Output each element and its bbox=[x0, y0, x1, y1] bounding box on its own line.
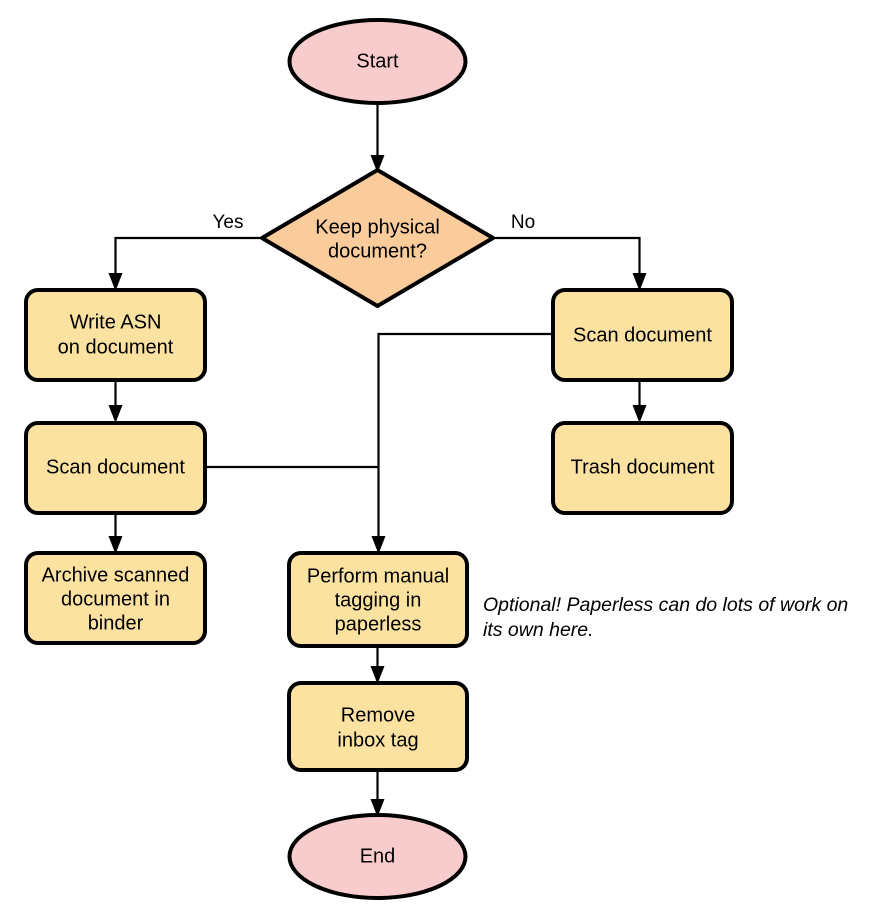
scan-left-label: Scan document bbox=[46, 456, 185, 478]
node-start[interactable]: Start bbox=[287, 18, 468, 105]
remove-inbox-label-line1: Remove bbox=[341, 704, 415, 726]
edge-decision-yes-to-write-asn: Yes bbox=[108, 212, 262, 291]
archive-label-line3: binder bbox=[88, 612, 144, 634]
trash-box[interactable] bbox=[551, 421, 734, 515]
arrowhead bbox=[370, 799, 385, 817]
start-ellipse[interactable] bbox=[287, 18, 468, 105]
node-end[interactable]: End bbox=[287, 813, 468, 900]
tagging-label-line3: paperless bbox=[335, 613, 422, 635]
arrowhead bbox=[370, 155, 385, 173]
annotation-optional-note: Optional! Paperless can do lots of work … bbox=[483, 594, 848, 641]
node-scan-document-left[interactable]: Scan document bbox=[24, 421, 207, 515]
decision-label-line2: document? bbox=[328, 240, 427, 262]
remove-inbox-box[interactable] bbox=[287, 681, 469, 772]
edge-line bbox=[377, 332, 553, 543]
edge-scan-left-to-archive bbox=[108, 512, 123, 554]
archive-box[interactable] bbox=[24, 551, 207, 645]
edge-line bbox=[493, 236, 641, 280]
scan-right-box[interactable] bbox=[551, 288, 734, 382]
tagging-label-line2: tagging in bbox=[335, 589, 422, 611]
remove-inbox-label-line2: inbox tag bbox=[337, 729, 418, 751]
node-trash-document[interactable]: Trash document bbox=[551, 421, 734, 515]
node-perform-manual-tagging[interactable]: Perform manual tagging in paperless bbox=[287, 551, 469, 648]
scan-left-box[interactable] bbox=[24, 421, 207, 515]
edge-label-yes: Yes bbox=[213, 212, 244, 233]
node-decision-keep-physical-document[interactable]: Keep physical document? bbox=[260, 168, 495, 308]
edge-start-to-decision bbox=[370, 103, 385, 173]
arrowhead bbox=[108, 536, 123, 554]
arrowhead bbox=[108, 405, 123, 423]
node-remove-inbox-tag[interactable]: Remove inbox tag bbox=[287, 681, 469, 772]
edge-scan-right-to-trash bbox=[632, 380, 647, 423]
arrowhead bbox=[371, 536, 386, 554]
end-label: End bbox=[360, 845, 396, 867]
write-asn-label-line1: Write ASN bbox=[70, 311, 162, 333]
annotation-line1: Optional! Paperless can do lots of work … bbox=[483, 594, 848, 616]
node-archive-scanned-document[interactable]: Archive scanned document in binder bbox=[24, 551, 207, 645]
arrowhead bbox=[370, 666, 385, 684]
edge-write-asn-to-scan-left bbox=[108, 380, 123, 423]
archive-label-line1: Archive scanned bbox=[42, 564, 190, 586]
scan-right-label: Scan document bbox=[573, 324, 712, 346]
arrowhead bbox=[108, 273, 123, 291]
node-write-asn[interactable]: Write ASN on document bbox=[24, 288, 207, 382]
edge-tagging-to-remove-inbox bbox=[370, 646, 385, 684]
annotation-line2: its own here. bbox=[483, 619, 594, 641]
write-asn-label-line2: on document bbox=[58, 336, 174, 358]
decision-label-line1: Keep physical bbox=[315, 216, 440, 238]
arrowhead bbox=[632, 273, 647, 291]
edge-decision-no-to-scan-right: No bbox=[493, 212, 647, 291]
edge-label-no: No bbox=[511, 212, 535, 233]
write-asn-box[interactable] bbox=[24, 288, 207, 382]
arrowhead bbox=[632, 405, 647, 423]
edge-remove-inbox-to-end bbox=[370, 770, 385, 817]
edge-scan-right-to-tagging bbox=[371, 332, 553, 554]
node-scan-document-right[interactable]: Scan document bbox=[551, 288, 734, 382]
tagging-label-line1: Perform manual bbox=[307, 565, 449, 587]
trash-label: Trash document bbox=[571, 456, 715, 478]
start-label: Start bbox=[356, 50, 399, 72]
decision-diamond[interactable] bbox=[260, 168, 495, 308]
tagging-box[interactable] bbox=[287, 551, 469, 648]
archive-label-line2: document in bbox=[61, 588, 170, 610]
end-ellipse[interactable] bbox=[287, 813, 468, 900]
edge-line bbox=[114, 236, 262, 280]
